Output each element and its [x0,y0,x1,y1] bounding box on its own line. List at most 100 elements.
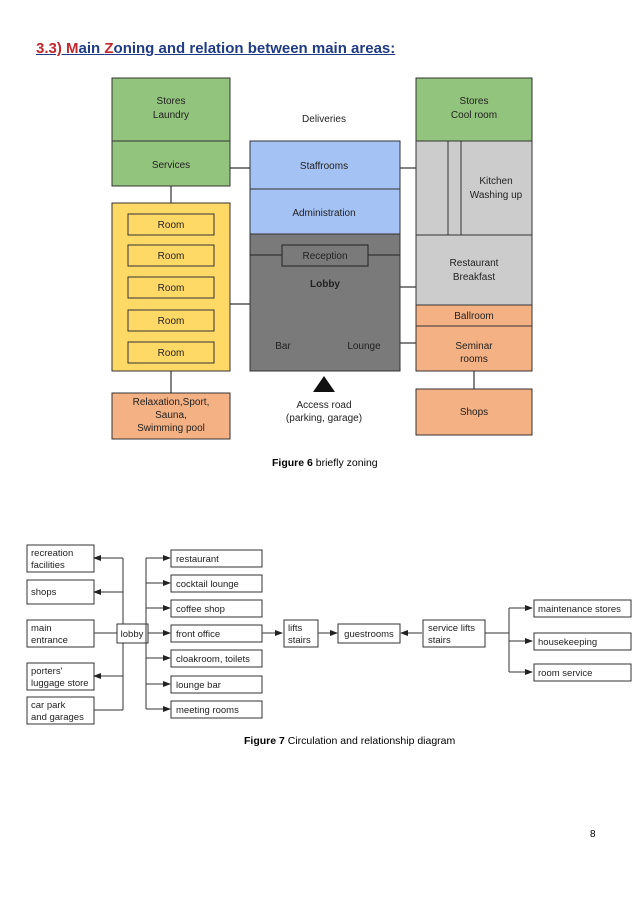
room-service-label: room service [538,668,592,679]
lifts-line2: stairs [288,635,311,646]
maintenance-label: maintenance stores [538,604,621,615]
page-number: 8 [590,829,596,840]
figure-7-text: Circulation and relationship diagram [284,735,456,747]
room-label: Room [158,316,185,327]
service-lifts-line2: stairs [428,635,451,646]
car-park-line2: and garages [31,712,84,723]
figure-6-label: Figure 6 [272,457,313,469]
administration-block [249,188,401,235]
ballroom-block [415,304,533,372]
access-road-line1: Access road [296,400,351,411]
recreation-box [26,544,95,573]
services-label: Services [152,160,190,171]
heading-letter-m: M [66,40,79,57]
housekeeping-label: housekeeping [538,637,597,648]
seminar-line1: Seminar [455,341,493,352]
restaurant-line2: Breakfast [453,272,495,283]
restaurant-line1: Restaurant [450,258,499,269]
room-label: Room [158,283,185,294]
figure-6-text: briefly zoning [312,457,378,469]
circulation-diagram: recreation facilities shops main entranc… [26,544,632,725]
access-road-line2: (parking, garage) [286,413,362,424]
lobby-label: Lobby [310,279,340,290]
figure-7-label: Figure 7 [244,735,285,747]
room-label: Room [158,251,185,262]
access-triangle-icon [313,376,335,392]
coffee-shop-label: coffee shop [176,604,225,615]
cloakroom-box [170,649,263,668]
kitchen-line2: Washing up [470,190,523,201]
reception-label: Reception [302,251,347,262]
cloakroom-label: cloakroom, toilets [176,654,250,665]
ballroom-label: Ballroom [454,311,493,322]
meeting-rooms-box [170,700,263,719]
housekeeping-box [533,632,632,651]
rooms-block [111,202,231,372]
porters-line2: luggage store [31,678,89,689]
stores-cool-block [415,77,533,142]
room-boxes: Room Room Room Room Room [127,213,215,364]
lobby-box-label: lobby [121,629,144,640]
lifts-line1: lifts [288,623,303,634]
car-park-line1: car park [31,700,66,711]
heading-part-2: oning and relation between main areas: [113,40,396,57]
kitchen-line1: Kitchen [479,176,512,187]
heading-letter-z: Z [104,40,114,57]
cocktail-lounge-label: cocktail lounge [176,579,239,590]
figure-6-caption: Figure 6 briefly zoning [272,457,378,469]
recreation-line2: facilities [31,560,65,571]
room-label: Room [158,220,185,231]
guestrooms-label: guestrooms [344,629,394,640]
room-service-box [533,663,632,682]
main-entrance-box [26,619,95,648]
seminar-line2: rooms [460,354,488,365]
relaxation-line3: Swimming pool [137,423,205,434]
lounge-bar-label: lounge bar [176,680,221,691]
restaurant-box [170,549,263,568]
room-box [127,276,215,299]
service-lifts-box [422,619,486,648]
recreation-line1: recreation [31,548,73,559]
restaurant-block [415,234,533,306]
lounge-label: Lounge [347,341,381,352]
stores-cool-line1: Stores [460,96,489,107]
room-label: Room [158,348,185,359]
cocktail-lounge-box [170,574,263,593]
shops-label: Shops [460,407,488,418]
services-block [111,140,231,187]
administration-label: Administration [292,208,355,219]
room-box [127,341,215,364]
figure-7-caption: Figure 7 Circulation and relationship di… [244,735,455,747]
heading-number: 3.3) [36,40,67,57]
deliveries-label: Deliveries [302,114,346,125]
lounge-bar-box [170,675,263,694]
stores-laundry-line1: Stores [157,96,186,107]
heading-part-1: ain [78,40,105,57]
relaxation-line1: Relaxation,Sport, [133,397,210,408]
porters-box [26,662,95,691]
shops-box [26,579,95,605]
stores-cool-line2: Cool room [451,110,497,121]
room-box [127,213,215,236]
kitchen-block [415,140,533,236]
coffee-shop-box [170,599,263,618]
bar-label: Bar [275,341,291,352]
room-box [127,309,215,332]
porters-line1: porters' [31,666,63,677]
room-box [127,244,215,267]
maintenance-box [533,599,632,618]
stores-laundry-line2: Laundry [153,110,189,121]
restaurant-box-label: restaurant [176,554,219,565]
section-heading: 3.3) Main Zoning and relation between ma… [36,40,395,57]
service-lifts-line1: service lifts [428,623,475,634]
relaxation-line2: Sauna, [155,410,187,421]
meeting-rooms-label: meeting rooms [176,705,239,716]
front-office-label: front office [176,629,220,640]
staffrooms-label: Staffrooms [300,161,348,172]
main-entrance-line2: entrance [31,635,68,646]
shops-box-label: shops [31,587,57,598]
main-entrance-line1: main [31,623,52,634]
shops-block [415,388,533,436]
lifts-box [283,619,319,648]
